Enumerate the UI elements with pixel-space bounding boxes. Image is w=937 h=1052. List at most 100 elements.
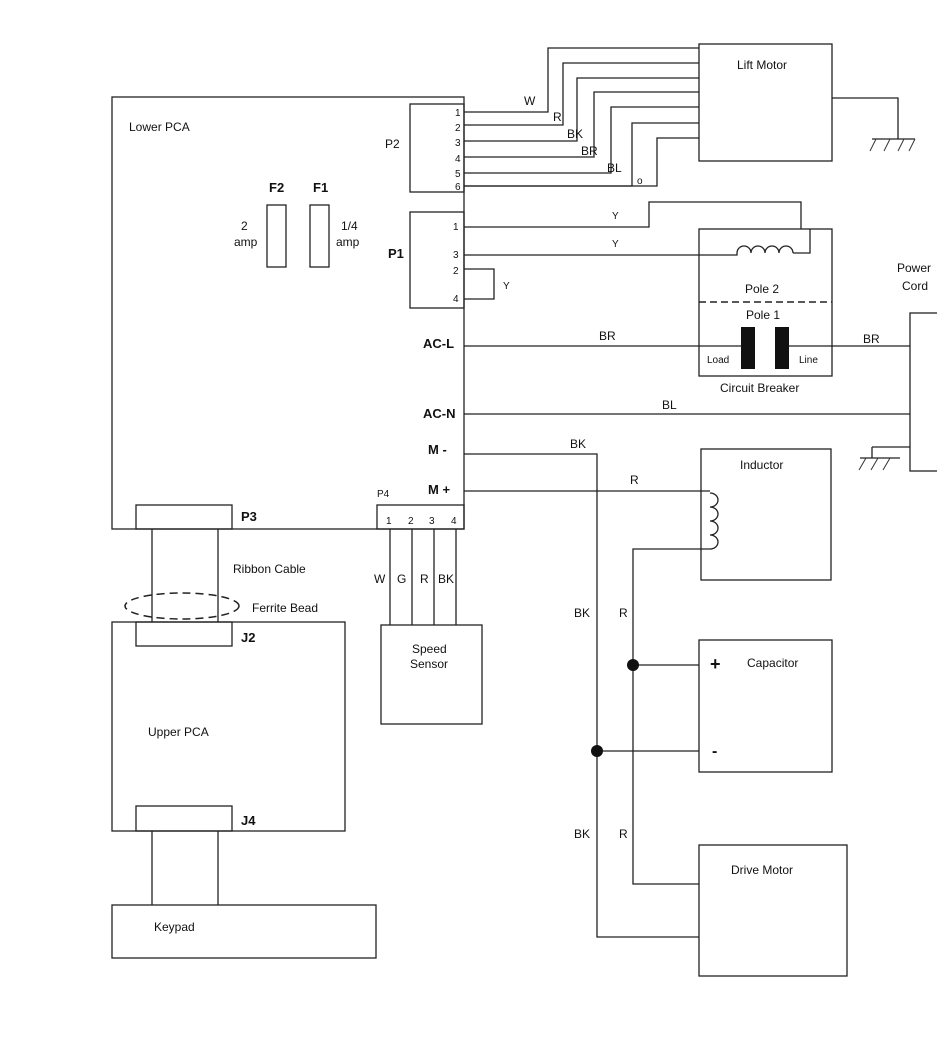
fuse-f1-rating: 1/4 bbox=[341, 219, 358, 233]
m-plus-wire-label: R bbox=[630, 473, 639, 487]
connector-p3: P3 bbox=[135, 504, 257, 530]
lift-wire-label: R bbox=[553, 110, 562, 124]
lift-wire-label: W bbox=[524, 94, 536, 108]
drive-motor-label: Drive Motor bbox=[731, 863, 793, 877]
p1-pin: 3 bbox=[453, 250, 459, 261]
j4-label: J4 bbox=[241, 813, 256, 828]
speed-sensor-wire-label: R bbox=[420, 572, 429, 586]
connector-p1: P1 1 3 2 4 bbox=[388, 211, 465, 309]
power-cord: Power Cord bbox=[897, 261, 937, 472]
p2-pin: 6 bbox=[455, 182, 461, 193]
power-cord-label: Power bbox=[897, 261, 931, 275]
junction-dot bbox=[591, 745, 603, 757]
capacitor-plus: + bbox=[710, 654, 721, 674]
r-bus-wire bbox=[632, 548, 710, 885]
ac-n-label: AC-N bbox=[423, 406, 456, 421]
p1-pin1-wire bbox=[464, 201, 802, 229]
inductor-coil-icon bbox=[709, 492, 719, 550]
speed-sensor-label: Speed bbox=[412, 642, 447, 656]
m-plus-label: M + bbox=[428, 482, 450, 497]
line-label: Line bbox=[799, 355, 818, 366]
connector-p2: P2 1 2 3 4 5 6 bbox=[385, 103, 465, 193]
speed-sensor: W G R BK Speed Sensor bbox=[374, 529, 483, 725]
p4-pin: 2 bbox=[408, 516, 414, 527]
upper-pca-label: Upper PCA bbox=[148, 725, 209, 739]
ferrite-bead-label: Ferrite Bead bbox=[252, 601, 318, 615]
upper-pca: J2 J4 Upper PCA bbox=[111, 621, 346, 832]
ground-icon bbox=[858, 446, 910, 471]
ferrite-bead: Ferrite Bead bbox=[124, 592, 318, 620]
r-wire-label: R bbox=[619, 827, 628, 841]
p1-pin3-wire bbox=[464, 253, 738, 256]
ribbon-cable: Ribbon Cable bbox=[151, 529, 306, 622]
fuse-f2: F2 2 amp bbox=[234, 180, 287, 268]
power-cord-label: Cord bbox=[902, 279, 928, 293]
cord-wire-label: BR bbox=[863, 332, 880, 346]
coil-wire bbox=[793, 229, 811, 254]
drive-motor: Drive Motor bbox=[698, 844, 848, 977]
ribbon-cable-label: Ribbon Cable bbox=[233, 562, 306, 576]
p3-label: P3 bbox=[241, 509, 257, 524]
lower-pca-label: Lower PCA bbox=[129, 120, 190, 134]
lift-motor-wires: W R BK BR BL o bbox=[464, 47, 699, 187]
lift-motor: Lift Motor bbox=[698, 43, 833, 162]
ac-l-label: AC-L bbox=[423, 336, 454, 351]
speed-sensor-wire-label: W bbox=[374, 572, 386, 586]
p1-pin: 1 bbox=[453, 222, 459, 233]
capacitor-label: Capacitor bbox=[747, 656, 798, 670]
p2-pin: 4 bbox=[455, 154, 461, 165]
fuse-f1-unit: amp bbox=[336, 235, 360, 249]
p2-pin: 1 bbox=[455, 108, 461, 119]
circuit-breaker-label: Circuit Breaker bbox=[720, 381, 799, 395]
capacitor-minus: - bbox=[712, 743, 717, 760]
capacitor: Capacitor + - bbox=[698, 639, 833, 773]
fuse-f1-label: F1 bbox=[313, 180, 328, 195]
breaker-contact-right bbox=[775, 327, 789, 369]
p1-wire-label: Y bbox=[612, 239, 619, 250]
ground-icon bbox=[832, 97, 916, 152]
circuit-breaker: Pole 2 Pole 1 Load Line Circuit Breaker bbox=[698, 228, 833, 395]
p2-pin: 5 bbox=[455, 169, 461, 180]
trip-coil-icon bbox=[736, 245, 794, 254]
keypad: Keypad bbox=[111, 904, 377, 959]
jumper-wire bbox=[464, 268, 495, 300]
ac-n-wire-label: BL bbox=[662, 398, 677, 412]
m-minus-wire-label: BK bbox=[570, 437, 586, 451]
keypad-label: Keypad bbox=[154, 920, 195, 934]
fuse-f1: F1 1/4 amp bbox=[309, 180, 360, 268]
bk-wire-label: BK bbox=[574, 827, 590, 841]
breaker-contact-left bbox=[741, 327, 755, 369]
p2-label: P2 bbox=[385, 137, 400, 151]
load-label: Load bbox=[707, 355, 729, 366]
pole2-label: Pole 2 bbox=[745, 282, 779, 296]
lift-wire-label: o bbox=[637, 176, 643, 187]
speed-sensor-wire-label: BK bbox=[438, 572, 454, 586]
jumper-wire-label: Y bbox=[503, 281, 510, 292]
speed-sensor-label: Sensor bbox=[410, 657, 448, 671]
lift-wire-label: BL bbox=[607, 161, 622, 175]
p1-wire-label: Y bbox=[612, 211, 619, 222]
lift-wire-label: BR bbox=[581, 144, 598, 158]
bk-wire-label: BK bbox=[574, 606, 590, 620]
p4-label: P4 bbox=[377, 489, 390, 500]
bk-bus-wire bbox=[464, 453, 699, 938]
inductor-label: Inductor bbox=[740, 458, 783, 472]
p1-label: P1 bbox=[388, 246, 404, 261]
lift-wire-label: BK bbox=[567, 127, 583, 141]
r-wire-label: R bbox=[619, 606, 628, 620]
p4-pin: 3 bbox=[429, 516, 435, 527]
ac-l-wire-label: BR bbox=[599, 329, 616, 343]
fuse-f2-rating: 2 bbox=[241, 219, 248, 233]
fuse-f2-label: F2 bbox=[269, 180, 284, 195]
connector-p4: P4 1 2 3 4 bbox=[376, 489, 465, 530]
speed-sensor-wire-label: G bbox=[397, 572, 406, 586]
p2-pin: 2 bbox=[455, 123, 461, 134]
fuse-f2-unit: amp bbox=[234, 235, 258, 249]
p1-pin: 2 bbox=[453, 266, 459, 277]
p2-pin: 3 bbox=[455, 138, 461, 149]
pole1-label: Pole 1 bbox=[746, 308, 780, 322]
lower-pca: Lower PCA bbox=[111, 96, 465, 530]
p1-pin: 4 bbox=[453, 294, 459, 305]
m-minus-label: M - bbox=[428, 442, 447, 457]
